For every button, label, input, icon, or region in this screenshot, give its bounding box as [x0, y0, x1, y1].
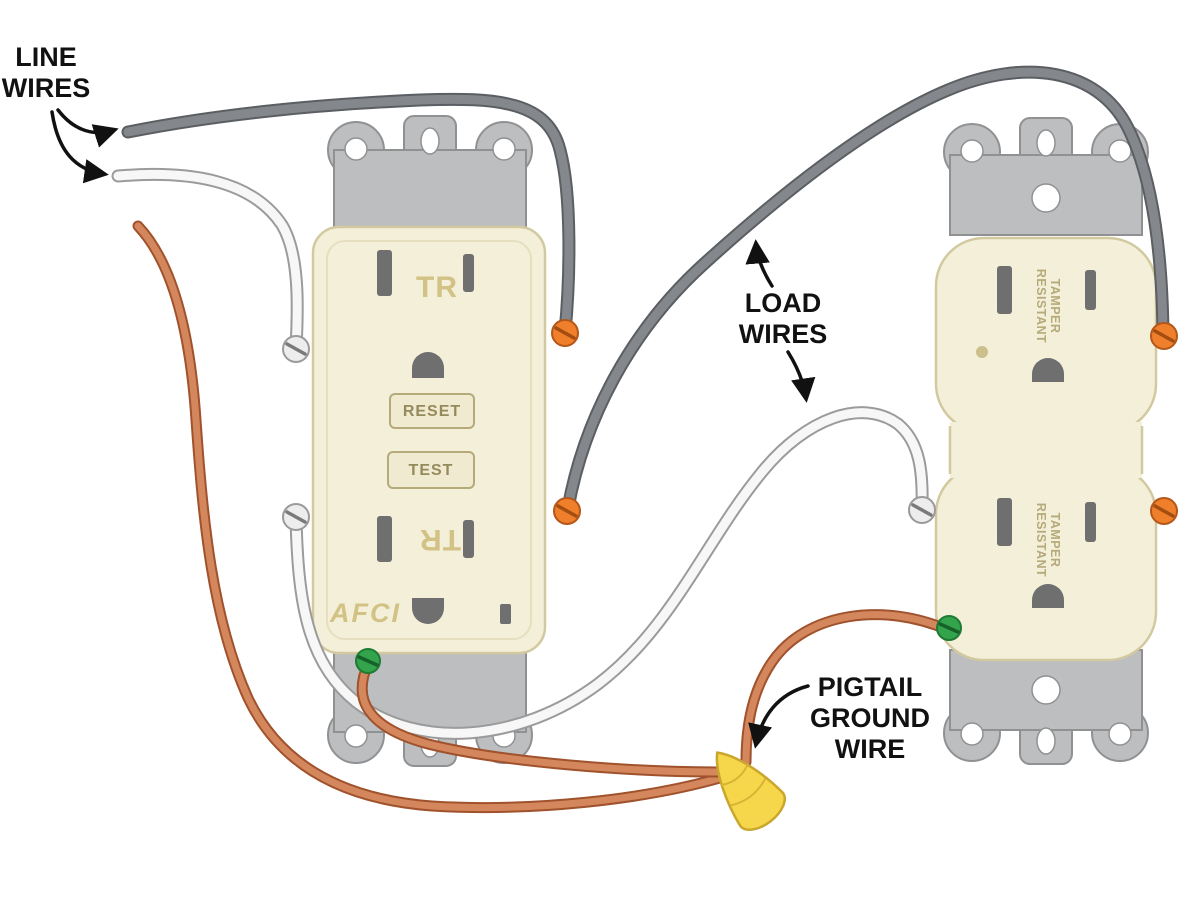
- duplex-ground-screw: [936, 615, 962, 641]
- duplex-bottom-neutral-slot: [997, 498, 1012, 546]
- afci-top-mounting-strap: [327, 115, 533, 233]
- load-wires-arrow-up: [745, 239, 774, 288]
- wire-nut-ridge-1: [720, 763, 749, 787]
- wire-nut-ridge-2: [730, 777, 767, 807]
- tamper-line-1: TAMPER: [1048, 513, 1062, 568]
- afci-body: [311, 225, 547, 655]
- afci-face-outline: [326, 240, 532, 640]
- afci-top-ground-hole: [412, 352, 444, 378]
- line-wires-text-2: WIRES: [2, 73, 91, 103]
- line-hot-wire-core: [123, 94, 574, 337]
- duplex-hot-screw-bottom: [1150, 497, 1178, 525]
- line-neutral-wire: [111, 167, 304, 355]
- duplex-bottom-hot-slot: [1085, 502, 1096, 542]
- load-neutral-wire: [289, 406, 929, 740]
- wire-nut-cone: [715, 751, 786, 831]
- pigtail-text-3: WIRE: [835, 734, 906, 764]
- afci-ground-screw: [355, 648, 381, 674]
- duplex-neutral-screw: [908, 496, 936, 524]
- duplex-top-tamper-text: TAMPER RESISTANT: [1034, 269, 1062, 343]
- wire-nut: [715, 751, 786, 831]
- duplex-bottom-ground-hole: [1032, 584, 1064, 608]
- duplex-receptacle: TAMPER RESISTANT TAMPER RESISTANT: [934, 236, 1158, 662]
- afci-line-neutral-screw: [282, 335, 310, 363]
- line-ground-wire-core: [134, 222, 724, 812]
- afci-bottom-neutral-slot: [377, 516, 392, 562]
- tamper-line-2: RESISTANT: [1034, 269, 1048, 343]
- line-wires-label: LINE WIRES: [2, 42, 119, 184]
- load-wires-arrow-down: [786, 350, 816, 403]
- duplex-top-neutral-slot: [997, 266, 1012, 314]
- afci-receptacle: TR RESET TEST TR AFCI: [311, 225, 547, 655]
- afci-test-button: [387, 451, 475, 489]
- duplex-top-hot-slot: [1085, 270, 1096, 310]
- pigtail-ground-wire-label: PIGTAIL GROUND WIRE: [748, 672, 930, 764]
- duplex-indicator-dot: [976, 346, 988, 358]
- afci-tr-bottom-text: TR: [419, 523, 461, 556]
- tamper-line-2: RESISTANT: [1034, 503, 1048, 577]
- line-neutral-wire-core: [113, 169, 302, 353]
- load-neutral-wire-core: [291, 408, 927, 738]
- duplex-hot-screw-top: [1150, 322, 1178, 350]
- pigtail-arrow: [748, 684, 810, 749]
- duplex-bottom-mounting-strap: [943, 649, 1149, 765]
- line-wires-arrow-bottom: [50, 110, 109, 184]
- afci-load-hot-screw: [553, 497, 581, 525]
- afci-reset-button: [389, 393, 475, 429]
- load-hot-wire-core: [563, 67, 1168, 513]
- afci-top-neutral-slot: [377, 250, 392, 296]
- afci-test-label: TEST: [409, 462, 454, 479]
- afci-bottom-hot-slot: [463, 520, 474, 558]
- line-hot-wire: [121, 92, 576, 339]
- afci-pigtail-core: [358, 660, 722, 776]
- load-wires-text-1: LOAD: [745, 288, 822, 318]
- afci-pigtail-ground-wire: [356, 658, 724, 778]
- load-wires-label: LOAD WIRES: [739, 239, 828, 403]
- duplex-top-mounting-strap: [943, 117, 1149, 236]
- line-ground-wire: [132, 220, 726, 814]
- tamper-line-1: TAMPER: [1048, 279, 1062, 334]
- line-wires-arrow-top: [56, 108, 119, 148]
- afci-top-hot-slot: [463, 254, 474, 292]
- afci-reset-label: RESET: [403, 403, 461, 420]
- duplex-bottom-tamper-text: TAMPER RESISTANT: [1034, 503, 1062, 577]
- load-hot-wire: [561, 65, 1170, 515]
- afci-tr-top-text: TR: [416, 271, 458, 304]
- duplex-waist: [950, 422, 1142, 478]
- load-wires-text-2: WIRES: [739, 319, 828, 349]
- afci-device-label: AFCI: [329, 598, 401, 628]
- pigtail-text-1: PIGTAIL: [818, 672, 923, 702]
- pigtail-text-2: GROUND: [810, 703, 930, 733]
- afci-bottom-ground-hole: [412, 598, 444, 624]
- duplex-top-ground-hole: [1032, 358, 1064, 382]
- afci-load-neutral-screw: [282, 503, 310, 531]
- line-wires-text-1: LINE: [15, 42, 77, 72]
- line-neutral-wire-outline: [111, 167, 304, 355]
- afci-line-hot-screw: [551, 319, 579, 347]
- afci-indicator-window: [500, 604, 511, 624]
